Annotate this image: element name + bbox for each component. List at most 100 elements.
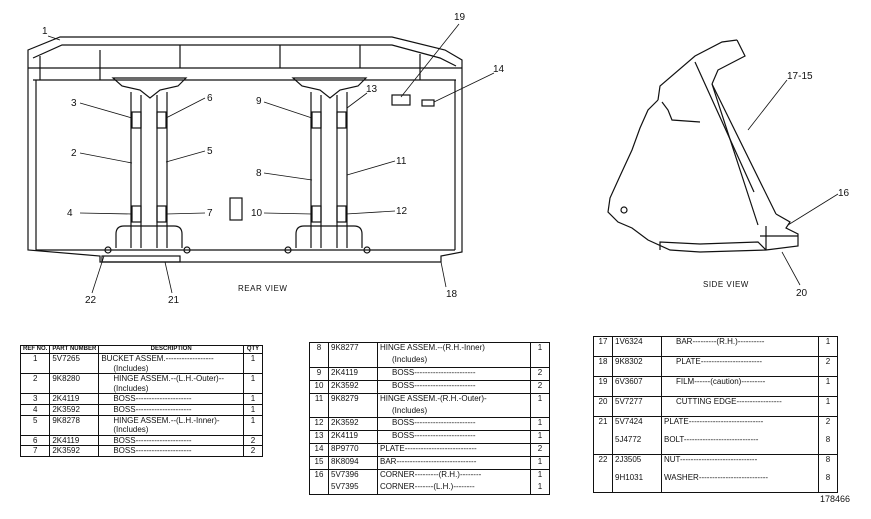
qty-cell <box>243 383 263 394</box>
description-cell: CORNER-------(L.H.)-------- <box>380 482 475 492</box>
part-number-cell: 5J4772 <box>612 435 662 455</box>
qty-cell: 2 <box>530 379 550 394</box>
qty-cell: 1 <box>818 336 838 357</box>
part-number-cell: 9H1031 <box>612 473 662 493</box>
qty-cell: 2 <box>818 355 838 377</box>
ref-cell <box>20 383 51 394</box>
ref-cell: 2 <box>20 373 51 384</box>
ref-cell: 21 <box>593 415 613 436</box>
callout-18: 18 <box>446 289 458 300</box>
part-number-cell <box>328 354 378 368</box>
table-row: (Includes) <box>309 405 550 418</box>
qty-cell: 8 <box>818 435 838 455</box>
part-number-cell: 6V3607 <box>612 375 662 397</box>
table-row: (Includes) <box>20 383 263 394</box>
qty-cell: 1 <box>530 430 550 444</box>
leader-lines <box>47 23 495 294</box>
description-cell: WASHER-------------------------- <box>664 473 769 483</box>
callout-20: 20 <box>796 288 808 299</box>
description-cell: PLATE----------------------- <box>661 355 819 377</box>
part-number-cell: 2K3592 <box>49 445 100 457</box>
ref-cell <box>309 482 329 495</box>
qty-cell: 2 <box>243 434 263 446</box>
table-row: (Includes) <box>20 363 263 374</box>
callout-16: 16 <box>838 188 850 199</box>
description-cell: BOSS----------------------- <box>377 430 531 444</box>
qty-cell: 1 <box>530 456 550 470</box>
callout-22: 22 <box>85 295 97 306</box>
qty-cell: 2 <box>818 415 838 436</box>
part-number-cell: 5V7395 <box>328 482 378 495</box>
ref-cell: 6 <box>20 434 51 446</box>
ref-cell: 10 <box>309 379 329 394</box>
description-cell: BOSS----------------------- <box>377 379 531 394</box>
callout-1: 1 <box>42 26 48 37</box>
callout-4: 4 <box>67 208 73 219</box>
description-cell: (Includes) <box>392 405 428 415</box>
ref-cell: 20 <box>593 395 613 417</box>
part-number-cell: 8P9770 <box>328 443 378 457</box>
ref-cell: 4 <box>20 403 51 416</box>
callout-5: 5 <box>207 146 213 157</box>
ref-cell: 17 <box>593 336 613 357</box>
description-cell: BOSS--------------------- <box>98 434 244 446</box>
part-number-cell <box>49 363 100 374</box>
description-cell: BOSS--------------------- <box>98 445 244 457</box>
part-number-cell: 5V7277 <box>612 395 662 417</box>
qty-cell: 1 <box>243 403 263 416</box>
part-number-cell: 2K3592 <box>49 403 100 416</box>
description-cell: NUT----------------------------- <box>661 453 819 474</box>
part-number-cell: 9K8280 <box>49 373 100 384</box>
description-cell: BAR------------------------------ <box>377 456 531 470</box>
callout-14: 14 <box>493 64 505 75</box>
description-cell: BOSS--------------------- <box>98 393 244 405</box>
callout-21: 21 <box>168 295 180 306</box>
header-qty: QTY <box>243 345 263 354</box>
qty-cell: 8 <box>818 473 838 493</box>
header-description: DESCRIPTION <box>98 345 244 354</box>
part-number-cell: 9K8278 <box>49 414 100 426</box>
ref-cell: 12 <box>309 417 329 431</box>
part-number-cell: 9K8279 <box>328 392 378 406</box>
callout-labels: 1 3 2 4 6 5 7 9 8 10 11 12 13 14 19 21 2… <box>42 12 850 306</box>
part-number-cell: 5V7396 <box>328 469 378 483</box>
description-cell: BOSS----------------------- <box>377 417 531 431</box>
description-cell: FILM------(caution)--------- <box>661 375 819 397</box>
description-cell: (Includes) <box>392 354 428 364</box>
qty-cell: 2 <box>243 445 263 457</box>
part-number-cell <box>328 405 378 418</box>
callout-6: 6 <box>207 93 213 104</box>
qty-cell: 1 <box>530 392 550 406</box>
callout-19: 19 <box>454 12 466 23</box>
description-cell: PLATE---------------------------- <box>661 415 819 436</box>
ref-cell <box>20 363 51 374</box>
document-id: 178466 <box>820 494 851 504</box>
part-number-cell: 5V7265 <box>49 353 100 364</box>
part-number-cell: 2K3592 <box>328 379 378 394</box>
callout-11: 11 <box>396 156 407 167</box>
ref-cell: 14 <box>309 443 329 457</box>
callout-10: 10 <box>251 208 263 219</box>
header-part: PART NUMBER <box>49 345 100 354</box>
description-cell: BUCKET ASSEM.------------------ <box>101 354 214 363</box>
callout-9: 9 <box>256 96 262 107</box>
part-number-cell: 2K4119 <box>328 366 378 381</box>
ref-cell: 11 <box>309 392 329 406</box>
qty-cell <box>530 354 550 368</box>
